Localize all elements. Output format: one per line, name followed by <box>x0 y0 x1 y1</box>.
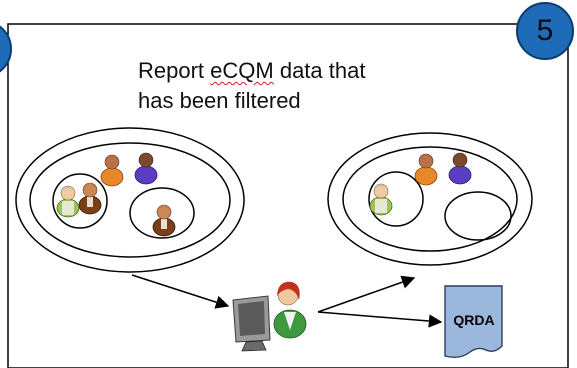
person-icon <box>100 154 124 187</box>
document-icon <box>444 285 503 359</box>
person-icon <box>56 185 80 218</box>
user-at-computer-icon <box>232 281 307 352</box>
arrow-to-document <box>317 311 443 328</box>
arrow-to-filtered-population <box>317 275 416 313</box>
source-outer-ellipse <box>15 127 245 273</box>
source-population <box>15 127 245 273</box>
caption-flagged-word: eCQM <box>210 58 274 83</box>
flow-arrows <box>131 274 443 328</box>
document-label: QRDA <box>453 312 495 328</box>
person-icon <box>134 152 158 185</box>
source-subgroup-b <box>129 187 195 239</box>
person-icon <box>448 152 472 185</box>
source-inner-ellipse <box>29 142 231 258</box>
caption-line-2: has been filtered <box>138 88 301 113</box>
person-icon <box>414 153 438 186</box>
step-caption: Report eCQM data that has been filtered <box>138 56 458 116</box>
caption-text: Report <box>138 58 211 83</box>
person-icon <box>369 183 393 216</box>
person-icon <box>152 204 176 237</box>
filtered-outer-ellipse <box>327 132 533 266</box>
caption-text: data that <box>273 58 366 83</box>
arrow-to-user <box>131 274 230 309</box>
source-subgroup-a <box>52 173 108 229</box>
filtered-inner-ellipse <box>342 146 518 252</box>
frame <box>7 23 569 368</box>
filtered-population <box>327 132 533 266</box>
step-number-badge: 5 <box>516 2 574 60</box>
filtered-subgroup-b <box>444 191 512 241</box>
person-icon <box>78 182 102 215</box>
filtered-subgroup-a <box>368 171 424 227</box>
caption-line-1: Report eCQM data that <box>138 56 458 86</box>
